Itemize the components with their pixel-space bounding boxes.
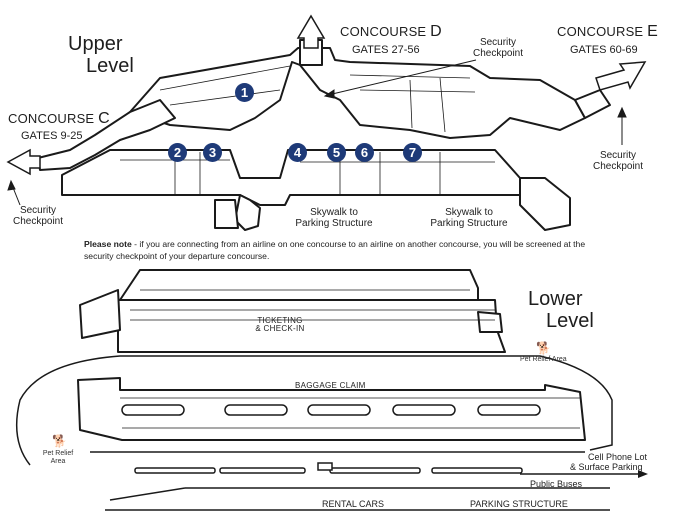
carousel-2 xyxy=(224,404,288,416)
median-1 xyxy=(134,467,216,474)
upper-level-title-line1: Upper xyxy=(68,33,123,55)
carousel-4 xyxy=(392,404,456,416)
security-checkpoint-e-label: Security Checkpoint xyxy=(588,150,648,172)
roadway-outer xyxy=(15,355,613,466)
upper-left-block xyxy=(214,199,239,229)
gate-marker-5[interactable]: 5 xyxy=(327,143,346,162)
pet-relief-left-icon: 🐕 xyxy=(52,434,67,448)
note-label: Please note xyxy=(84,239,132,249)
security-checkpoint-c-label: Security Checkpoint xyxy=(10,205,66,227)
pet-relief-right-icon: 🐕 xyxy=(536,341,551,355)
roadway-booth xyxy=(317,462,333,471)
upper-level-title-line2: Level xyxy=(86,55,134,77)
arrow-concourse-d xyxy=(296,14,326,49)
concourse-d-prefix: CONCOURSE xyxy=(340,24,427,39)
cell-phone-lot-line1: Cell Phone Lot xyxy=(588,452,648,462)
ticketing-line2: & CHECK-IN xyxy=(255,324,305,333)
pet-relief-left-line2: Area xyxy=(50,458,66,465)
note-text: - if you are connecting from an airline … xyxy=(84,239,586,261)
public-buses-label: Public Buses xyxy=(530,479,583,489)
concourse-c-gates: GATES 9-25 xyxy=(21,130,83,142)
lower-level-title: Lower Level xyxy=(528,288,594,332)
rental-cars-label: RENTAL CARS xyxy=(322,499,385,509)
lower-ticketing-building xyxy=(119,269,479,301)
pet-relief-left-label: Pet Relief Area xyxy=(38,450,78,466)
concourse-e-prefix: CONCOURSE xyxy=(557,24,644,39)
roadway-lower xyxy=(105,487,610,511)
ticketing-label: TICKETING & CHECK-IN xyxy=(240,317,320,333)
concourse-e-letter: E xyxy=(647,23,658,40)
security-checkpoint-d-line1: Security xyxy=(479,37,517,48)
gate-marker-6[interactable]: 6 xyxy=(355,143,374,162)
concourse-c-prefix: CONCOURSE xyxy=(8,111,95,126)
security-checkpoint-d-line2: Checkpoint xyxy=(472,48,524,59)
upper-level-title: Upper Level xyxy=(68,33,134,77)
concourse-d-label: CONCOURSE D xyxy=(340,23,442,41)
concourse-c-letter: C xyxy=(98,110,110,127)
gate-marker-1[interactable]: 1 xyxy=(235,83,254,102)
lower-level-title-line2: Level xyxy=(546,310,594,332)
security-checkpoint-c-line2: Checkpoint xyxy=(12,216,64,227)
skywalk-right-line1: Skywalk to xyxy=(445,207,493,218)
cell-phone-lot-line2: & Surface Parking xyxy=(570,462,643,472)
concourse-c-wing xyxy=(37,99,176,171)
concourse-d-building xyxy=(129,47,586,139)
skywalk-left xyxy=(234,194,261,231)
parking-structure-label: PARKING STRUCTURE xyxy=(470,499,568,509)
baggage-claim-label: BAGGAGE CLAIM xyxy=(295,381,366,390)
gate-marker-3[interactable]: 3 xyxy=(203,143,222,162)
gate-marker-2[interactable]: 2 xyxy=(168,143,187,162)
security-checkpoint-d-label: Security Checkpoint xyxy=(470,37,526,59)
carousel-1 xyxy=(121,404,185,416)
connection-note: Please note - if you are connecting from… xyxy=(84,238,604,262)
median-2 xyxy=(219,467,306,474)
cell-phone-lot-label: Cell Phone Lot & Surface Parking xyxy=(570,452,647,472)
gate-marker-4[interactable]: 4 xyxy=(288,143,307,162)
upper-right-block xyxy=(519,177,571,231)
skywalk-right-label: Skywalk to Parking Structure xyxy=(420,207,518,229)
skywalk-left-label: Skywalk to Parking Structure xyxy=(288,207,380,229)
concourse-d-gates: GATES 27-56 xyxy=(352,44,420,56)
pet-relief-left-line1: Pet Relief xyxy=(42,450,74,457)
skywalk-left-line2: Parking Structure xyxy=(295,218,373,229)
concourse-e-gates: GATES 60-69 xyxy=(570,44,638,56)
arrow-concourse-e xyxy=(595,61,647,91)
lower-left-wing xyxy=(79,289,121,339)
ticketing-line1: TICKETING xyxy=(257,316,303,325)
lower-ticketing-hall xyxy=(117,299,506,353)
arrow-concourse-c xyxy=(6,148,41,176)
lower-right-wing xyxy=(477,311,503,333)
security-checkpoint-c-line1: Security xyxy=(19,205,57,216)
median-3 xyxy=(329,467,421,474)
carousel-5 xyxy=(477,404,541,416)
pet-relief-right-label: Pet Relief Area xyxy=(520,356,567,363)
security-checkpoint-e-line1: Security xyxy=(599,150,637,161)
gate-marker-7[interactable]: 7 xyxy=(403,143,422,162)
security-checkpoint-e-line2: Checkpoint xyxy=(592,161,644,172)
concourse-e-label: CONCOURSE E xyxy=(557,23,658,41)
carousel-3 xyxy=(307,404,371,416)
concourse-e-wing xyxy=(574,89,611,119)
lower-level-title-line1: Lower xyxy=(528,288,583,310)
median-4 xyxy=(431,467,523,474)
skywalk-left-line1: Skywalk to xyxy=(310,207,358,218)
concourse-c-label: CONCOURSE C xyxy=(8,110,110,128)
skywalk-right-line2: Parking Structure xyxy=(430,218,508,229)
concourse-d-letter: D xyxy=(430,23,442,40)
